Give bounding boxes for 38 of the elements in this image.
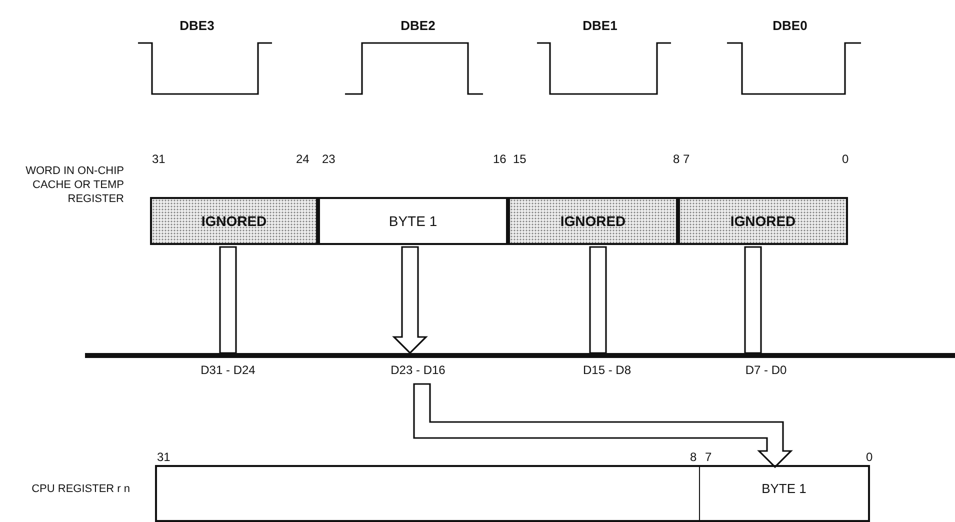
bit-number: 8 xyxy=(690,450,697,464)
register-box xyxy=(150,197,848,245)
byte-field xyxy=(150,197,318,245)
bit-number: 15 xyxy=(513,152,526,166)
bit-number: 8 xyxy=(673,152,680,166)
field-label: BYTE 1 xyxy=(762,481,806,496)
bus-line-label: D23 - D16 xyxy=(390,363,446,377)
field-label: IGNORED xyxy=(730,213,796,229)
bus-line-label: D15 - D8 xyxy=(582,363,632,377)
register-box xyxy=(155,465,870,522)
byte-field xyxy=(508,197,678,245)
signal-name: DBE3 xyxy=(178,18,216,33)
signal-name: DBE1 xyxy=(582,18,618,33)
bit-number: 31 xyxy=(157,450,170,464)
bit-number: 31 xyxy=(152,152,166,166)
data-path-arrow xyxy=(589,246,607,354)
signal-name: DBE0 xyxy=(772,18,808,33)
bus-line-label: D7 - D0 xyxy=(744,363,788,377)
data-path-arrow xyxy=(219,246,237,354)
bit-number: 24 xyxy=(296,152,310,166)
bit-number: 23 xyxy=(322,152,336,166)
byte-field xyxy=(678,197,848,245)
bit-number: 0 xyxy=(842,152,849,166)
data-path-arrow xyxy=(744,246,762,354)
register-label: WORD IN ON-CHIP CACHE OR TEMP REGISTER xyxy=(24,164,124,206)
byte-field xyxy=(318,197,508,245)
field-label: IGNORED xyxy=(560,213,626,229)
register-label: CPU REGISTER r n xyxy=(30,482,130,496)
bus-line-label: D31 - D24 xyxy=(200,363,256,377)
signal-name: DBE2 xyxy=(400,18,436,33)
bit-number: 0 xyxy=(866,450,873,464)
data-path-arrow xyxy=(413,383,793,468)
data-path-arrow xyxy=(392,246,428,354)
field-label: IGNORED xyxy=(201,213,267,229)
bit-number: 7 xyxy=(683,152,690,166)
field-label: BYTE 1 xyxy=(388,213,438,229)
bit-number: 7 xyxy=(705,450,712,464)
bit-number: 16 xyxy=(493,152,506,166)
